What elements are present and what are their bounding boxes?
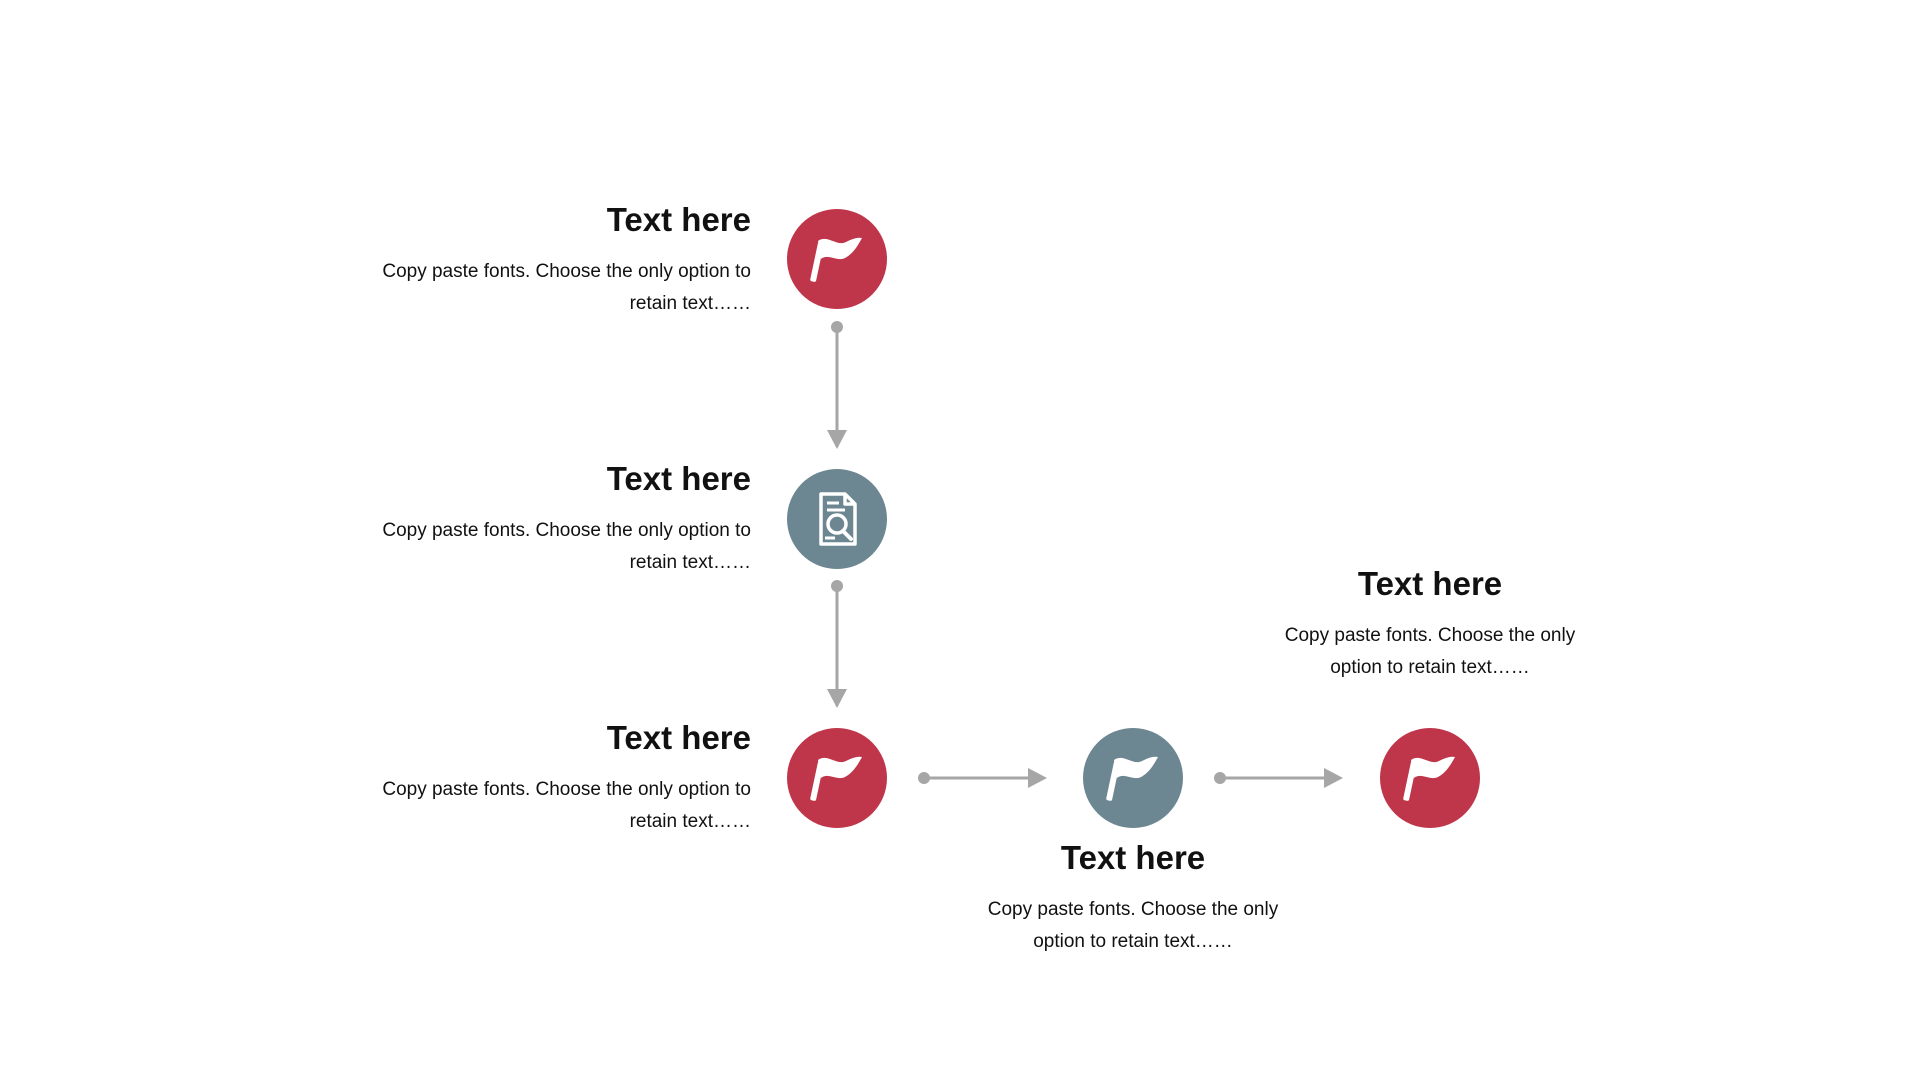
step-2-description: Copy paste fonts. Choose the only option… [382, 520, 751, 573]
step-1-description: Copy paste fonts. Choose the only option… [382, 261, 751, 314]
connector-4-5 [1214, 768, 1343, 788]
step-2-title: Text here [606, 460, 751, 497]
step-4-title: Text here [1060, 839, 1206, 876]
step-1-title: Text here [606, 201, 751, 238]
step-5-description: Copy paste fonts. Choose the only option… [1284, 625, 1576, 678]
step-3-description: Copy paste fonts. Choose the only option… [382, 779, 751, 832]
document-search-icon [819, 492, 857, 546]
step-4-node [1083, 728, 1183, 828]
step-3-label: Text here Copy paste fonts. Choose the o… [331, 718, 751, 838]
step-1-label: Text here Copy paste fonts. Choose the o… [331, 200, 751, 320]
arrow-down-icon [827, 430, 847, 449]
step-5-title: Text here [1357, 565, 1503, 602]
step-5-label: Text here Copy paste fonts. Choose the o… [1220, 564, 1640, 684]
step-4-label: Text here Copy paste fonts. Choose the o… [923, 838, 1343, 958]
step-4-description: Copy paste fonts. Choose the only option… [987, 899, 1279, 952]
step-5-node [1380, 728, 1480, 828]
step-1-node [787, 209, 887, 309]
step-2-label: Text here Copy paste fonts. Choose the o… [331, 459, 751, 579]
arrow-right-icon [1324, 768, 1343, 788]
connector-1-2 [827, 321, 847, 449]
flag-icon [810, 237, 862, 282]
arrow-right-icon [1028, 768, 1047, 788]
step-3-title: Text here [606, 719, 751, 756]
step-3-node [787, 728, 887, 828]
flag-icon [1403, 756, 1455, 801]
arrow-down-icon [827, 689, 847, 708]
flag-icon [810, 756, 862, 801]
connector-3-4 [918, 768, 1047, 788]
connector-2-3 [827, 580, 847, 708]
flag-icon [1106, 756, 1158, 801]
step-2-node [787, 469, 887, 569]
